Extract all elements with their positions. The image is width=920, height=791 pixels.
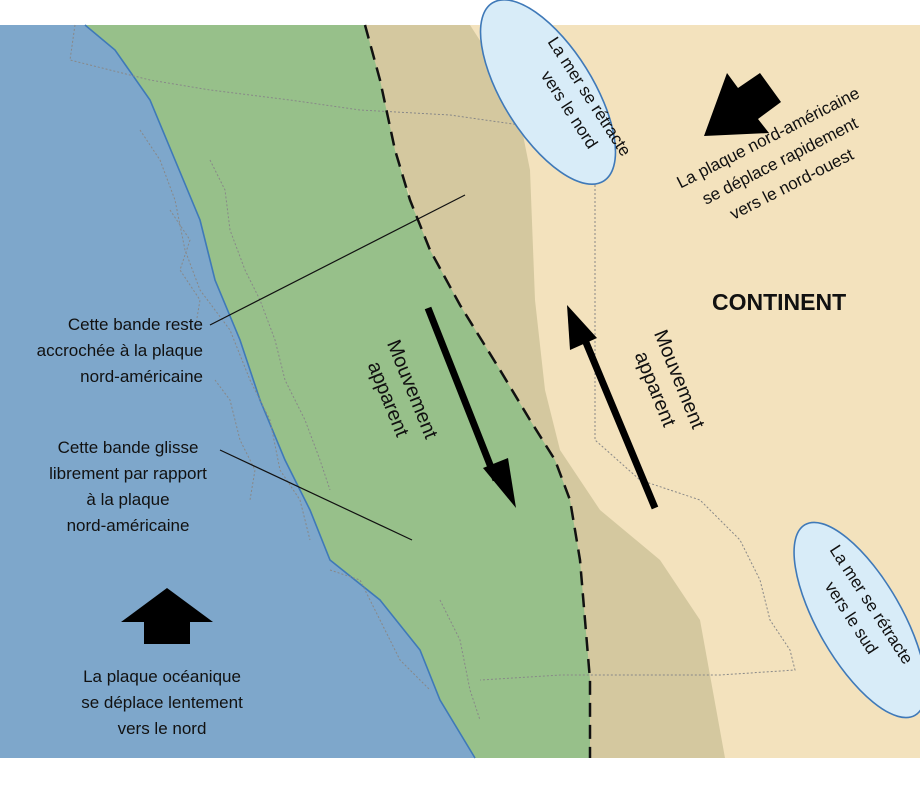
- band-sliding-label: Cette bande glisse librement par rapport…: [49, 438, 207, 535]
- band-sliding-line-1: Cette bande glisse: [58, 438, 199, 457]
- band-sliding-line-3: à la plaque: [86, 490, 169, 509]
- band-fixed-line-3: nord-américaine: [80, 367, 203, 386]
- north-movement-arrow-icon: [567, 305, 659, 510]
- sea-south: [793, 521, 920, 719]
- band-fixed-label: Cette bande reste accrochée à la plaque …: [37, 315, 203, 386]
- leader-line-sliding-band: [219, 449, 413, 541]
- band-sliding-line-2: librement par rapport: [49, 464, 207, 483]
- green-band: [85, 25, 590, 758]
- band-fixed-line-2: accrochée à la plaque: [37, 341, 203, 360]
- oceanic-plate-line-2: se déplace lentement: [81, 693, 243, 712]
- oceanic-plate-line-1: La plaque océanique: [83, 667, 241, 686]
- coastline: [84, 24, 476, 759]
- fault-line: [363, 24, 592, 758]
- oceanic-plate-label: La plaque océanique se déplace lentement…: [81, 667, 243, 738]
- ocean: [0, 25, 475, 758]
- tan-band: [355, 25, 725, 758]
- band-fixed-line-1: Cette bande reste: [68, 315, 203, 334]
- north-arrow-icon: [121, 588, 213, 644]
- sea-north: [479, 0, 617, 185]
- oceanic-plate-line-3: vers le nord: [118, 719, 207, 738]
- band-sliding-line-4: nord-américaine: [67, 516, 190, 535]
- leader-line-fixed-band: [209, 194, 466, 326]
- northwest-arrow-icon: [704, 73, 781, 136]
- south-arrow-icon: [424, 306, 516, 508]
- continent-label: CONTINENT: [712, 289, 846, 315]
- terrane-outlines: [69, 24, 796, 721]
